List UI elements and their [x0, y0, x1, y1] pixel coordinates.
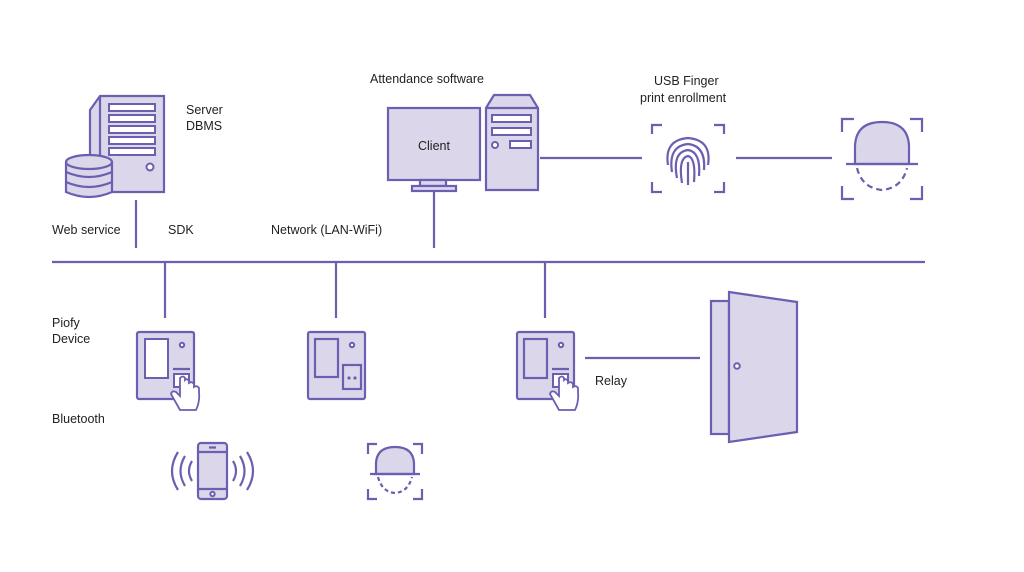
device-label: Device — [52, 332, 91, 346]
database-icon — [64, 153, 114, 199]
fingerprint-scanner-icon — [650, 123, 726, 194]
client-label: Client — [418, 139, 450, 153]
usb-finger-label-line1: USB Finger — [654, 74, 719, 88]
piofy-label: Piofy — [52, 316, 80, 330]
hand-pointer-icon — [170, 375, 201, 411]
usb-finger-label-line2: print enrollment — [640, 91, 727, 105]
network-label: Network (LAN-WiFi) — [271, 223, 383, 237]
face-scanner-icon — [840, 117, 924, 201]
monitor-icon — [386, 106, 482, 193]
hand-pointer-icon-2 — [549, 375, 580, 411]
sdk-label: SDK — [168, 223, 194, 237]
web-service-label: Web service — [52, 223, 121, 237]
face-scanner-icon-2 — [366, 442, 424, 501]
terminal-device-icon-2 — [306, 330, 367, 401]
dbms-label: DBMS — [186, 119, 223, 133]
server-label: Server — [186, 103, 223, 117]
bluetooth-label: Bluetooth — [52, 412, 105, 426]
door-icon — [709, 290, 799, 444]
attendance-software-label: Attendance software — [370, 72, 484, 86]
relay-label: Relay — [595, 374, 627, 388]
smartphone-icon — [196, 441, 229, 501]
wireless-signal-icon — [170, 451, 255, 491]
pc-tower-icon — [484, 93, 540, 192]
